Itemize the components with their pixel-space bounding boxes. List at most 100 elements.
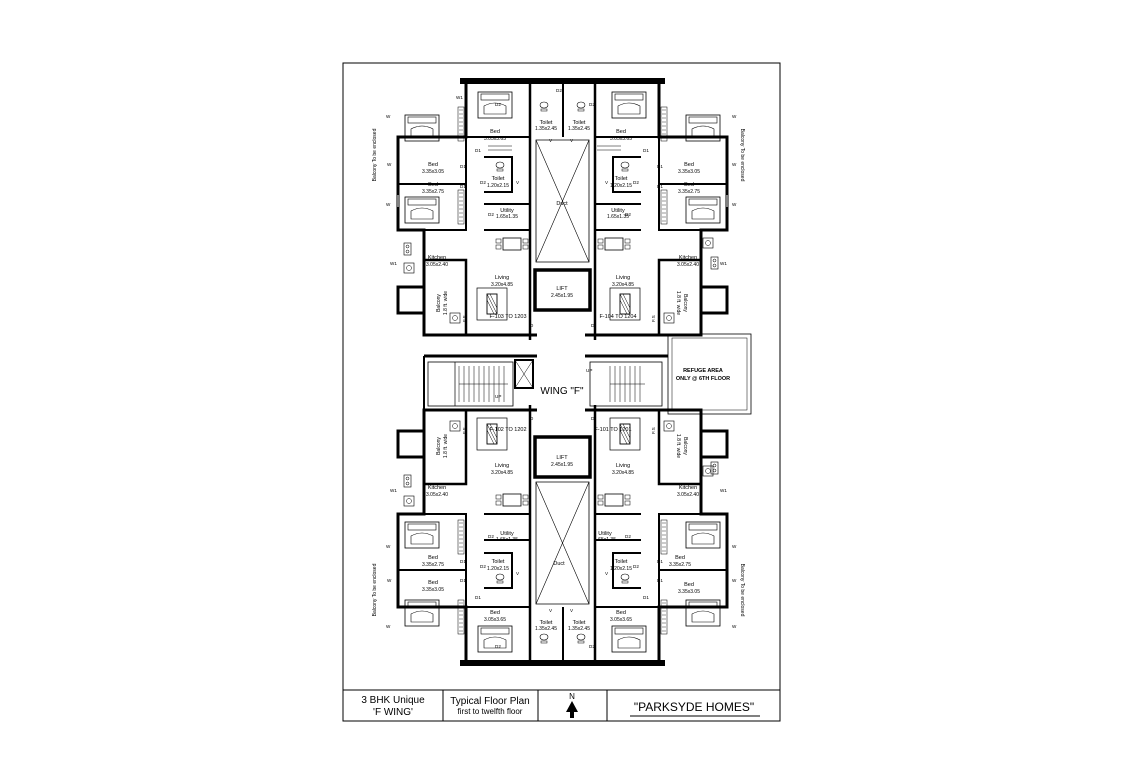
door-mark: D1 [460, 578, 466, 583]
door-mark: D2 [633, 180, 639, 185]
room-utility: Utility [611, 208, 625, 214]
room-size: 1.20x2.15 [610, 566, 632, 572]
door-mark: D2 [480, 180, 486, 185]
room-utility: Utility [500, 208, 514, 214]
door-mark: D1 [643, 595, 649, 600]
window-mark: W [732, 162, 737, 167]
window-mark: W [732, 624, 737, 629]
room-bed: Bed [684, 182, 694, 188]
room-size: 1.20x2.15 [487, 183, 509, 189]
duct-label: Duct [556, 201, 568, 207]
door-mark: D2 [488, 212, 494, 217]
door-mark: D1 [475, 148, 481, 153]
room-living: Living [495, 463, 509, 469]
stair-up-label: UP [495, 394, 501, 399]
door-mark: D [530, 416, 534, 421]
vent-mark: V [605, 180, 609, 185]
door-mark: D2 [589, 102, 595, 107]
room-utility: Utility [598, 531, 612, 537]
window-mark: W [386, 202, 391, 207]
vent-mark: V [549, 608, 553, 613]
window-mark: W [732, 578, 737, 583]
opening-marks-bottom: D2 D2 D1 D1 D1 D1 D1 D1 D2 D2 D2 D2 W W … [386, 416, 737, 649]
room-bed: Bed [616, 129, 626, 135]
room-bed: Bed [428, 555, 438, 561]
door-mark: D1 [460, 559, 466, 564]
room-size: 3.20x4.85 [491, 470, 513, 476]
room-living: Living [616, 463, 630, 469]
room-kitchen: Kitchen [679, 485, 697, 491]
lift-size: 2.45x1.95 [551, 293, 573, 299]
top-half-plan [396, 78, 729, 340]
balcony-note: Balcony To be enclosed [739, 564, 745, 617]
title-block: 3 BHK Unique 'F WING' Typical Floor Plan… [342, 689, 781, 722]
room-living: Living [616, 275, 630, 281]
door-mark: D2 [589, 644, 595, 649]
room-size: 3.35x3.05 [422, 169, 444, 175]
room-bed: Bed [684, 582, 694, 588]
door-mark: D1 [460, 164, 466, 169]
vent-mark: V [516, 571, 520, 576]
plan-title: Typical Floor Plan [450, 696, 529, 707]
room-kitchen: Kitchen [428, 485, 446, 491]
vent-mark: V [605, 571, 609, 576]
room-bed: Bed [490, 129, 500, 135]
balcony-note: Balcony To be enclosed [372, 128, 378, 181]
door-mark: D2 [633, 564, 639, 569]
room-toilet: Toilet [573, 620, 586, 626]
room-size: 3.05x2.40 [677, 492, 699, 498]
door-mark: D [591, 416, 595, 421]
window-mark: W1 [456, 95, 463, 100]
room-toilet: Toilet [615, 559, 628, 565]
vent-mark: V [570, 138, 574, 143]
vent-mark: V [570, 608, 574, 613]
room-size: 3.35x2.75 [678, 189, 700, 195]
door-mark: D2 [625, 534, 631, 539]
window-mark: W [732, 202, 737, 207]
refuge-area-label: REFUGE AREA [683, 368, 723, 374]
window-mark: W1 [390, 261, 397, 266]
room-size: 1.35x2.45 [535, 626, 557, 632]
room-size: 3.20x4.85 [612, 282, 634, 288]
room-size: 1.65x1.35 [607, 214, 629, 220]
lift-label: LIFT [556, 455, 568, 461]
room-toilet: Toilet [492, 176, 505, 182]
window-mark: W1 [390, 488, 397, 493]
room-size: 1.20x2.15 [487, 566, 509, 572]
room-bed: Bed [684, 162, 694, 168]
room-bed: Bed [428, 580, 438, 586]
room-size: 1.20x2.15 [610, 183, 632, 189]
fs-mark: F.S [462, 315, 467, 322]
room-size: 3.05x3.65 [610, 136, 632, 142]
door-mark: D2 [556, 88, 562, 93]
vent-mark: V [516, 180, 520, 185]
window-mark: W [387, 162, 392, 167]
door-mark: D [530, 323, 534, 328]
room-size: 3.35x2.75 [422, 189, 444, 195]
north-label: N [569, 692, 575, 701]
room-size: 3.05x2.40 [677, 262, 699, 268]
window-mark: W [386, 544, 391, 549]
lift-size: 2.45x1.95 [551, 462, 573, 468]
window-mark: W [387, 578, 392, 583]
door-mark: D1 [657, 578, 663, 583]
room-utility: Utility [500, 531, 514, 537]
room-living: Living [495, 275, 509, 281]
door-mark: D2 [488, 534, 494, 539]
room-balcony: Balcony [436, 437, 442, 455]
flat-number-bottom-left: F-102 TO 1202 [489, 427, 526, 433]
door-mark: D1 [657, 164, 663, 169]
door-mark: D2 [480, 564, 486, 569]
window-mark: W [732, 114, 737, 119]
bottom-half-plan [396, 405, 729, 666]
room-bed: Bed [616, 610, 626, 616]
room-size: 3.35x3.05 [678, 169, 700, 175]
room-size: 3.35x2.75 [422, 562, 444, 568]
door-mark: D1 [657, 184, 663, 189]
room-toilet: Toilet [573, 120, 586, 126]
plan-floors: first to twelfth floor [458, 707, 523, 716]
window-mark: W [386, 624, 391, 629]
window-mark: W [732, 544, 737, 549]
project-name: "PARKSYDE HOMES" [634, 700, 754, 714]
door-mark: D1 [643, 148, 649, 153]
